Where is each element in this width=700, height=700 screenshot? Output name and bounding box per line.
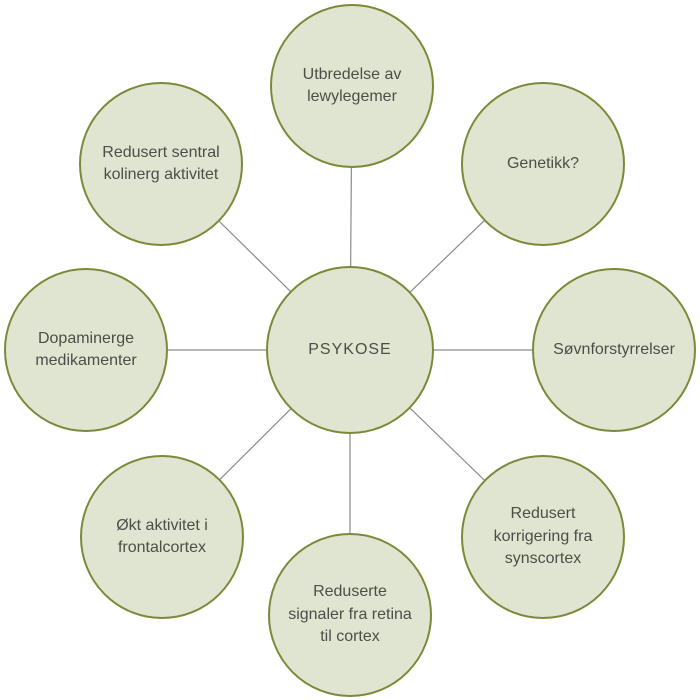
node-label: Dopaminerge medikamenter xyxy=(35,329,137,369)
node-label: Utbredelse av lewylegemer xyxy=(302,65,402,105)
node-okt-aktivitet-i-frontalcortex: Økt aktivitet i frontalcortex xyxy=(80,455,244,619)
node-psykose-label: PSYKOSE xyxy=(308,340,392,358)
node-redusert-sentral-kolinerg-aktivitet: Redusert sentral kolinerg aktivitet xyxy=(79,82,243,246)
node-label: Genetikk? xyxy=(506,154,580,172)
node-utbredelse-av-lewylegemer: Utbredelse av lewylegemer xyxy=(270,4,434,168)
node-label: Redusert sentral kolinerg aktivitet xyxy=(102,143,220,183)
node-label: Økt aktivitet i frontalcortex xyxy=(116,516,208,556)
node-label: Søvnforstyrrelser xyxy=(553,340,675,358)
node-sovnforstyrrelser: Søvnforstyrrelser xyxy=(532,268,696,432)
node-label: Redusert korrigering fra synscortex xyxy=(493,505,593,568)
node-dopaminerge-medikamenter: Dopaminerge medikamenter xyxy=(4,268,168,432)
node-label: Reduserte signaler fra retina til cortex xyxy=(288,583,412,646)
node-redusert-korrigering-fra-synscortex: Redusert korrigering fra synscortex xyxy=(461,455,625,619)
node-genetikk: Genetikk? xyxy=(461,82,625,246)
node-psykose: PSYKOSE xyxy=(266,266,434,434)
node-reduserte-signaler-fra-retina-til-cortex: Reduserte signaler fra retina til cortex xyxy=(268,533,432,697)
